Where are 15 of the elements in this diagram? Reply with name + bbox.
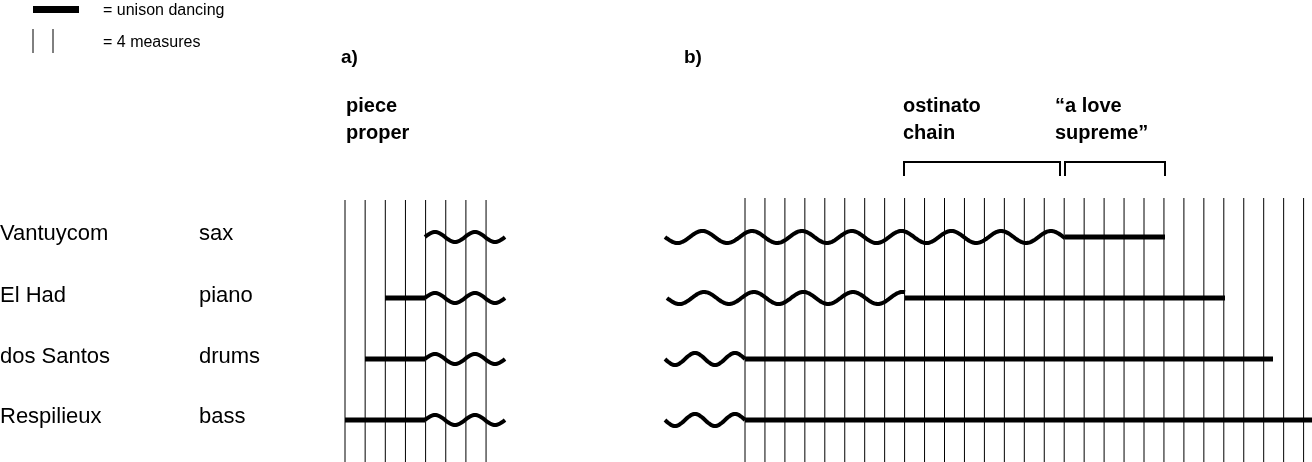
performer-name: Vantuycom — [0, 222, 109, 244]
section-label: ostinato chain — [903, 93, 982, 145]
instrument-name: sax — [199, 222, 234, 244]
instrument-name: bass — [199, 405, 246, 427]
instrument-name: piano — [199, 284, 253, 306]
instrument-name: drums — [199, 345, 261, 367]
panel-label: a) — [341, 47, 358, 66]
legend-text: = 4 measures — [103, 34, 201, 50]
legend-text: = unison dancing — [103, 2, 225, 18]
performer-name: dos Santos — [0, 345, 111, 367]
section-label: “a love supreme” — [1055, 93, 1150, 145]
panel-label: b) — [684, 47, 702, 66]
performer-name: El Had — [0, 284, 67, 306]
section-label: piece proper — [346, 93, 411, 145]
performer-name: Respilieux — [0, 405, 102, 427]
